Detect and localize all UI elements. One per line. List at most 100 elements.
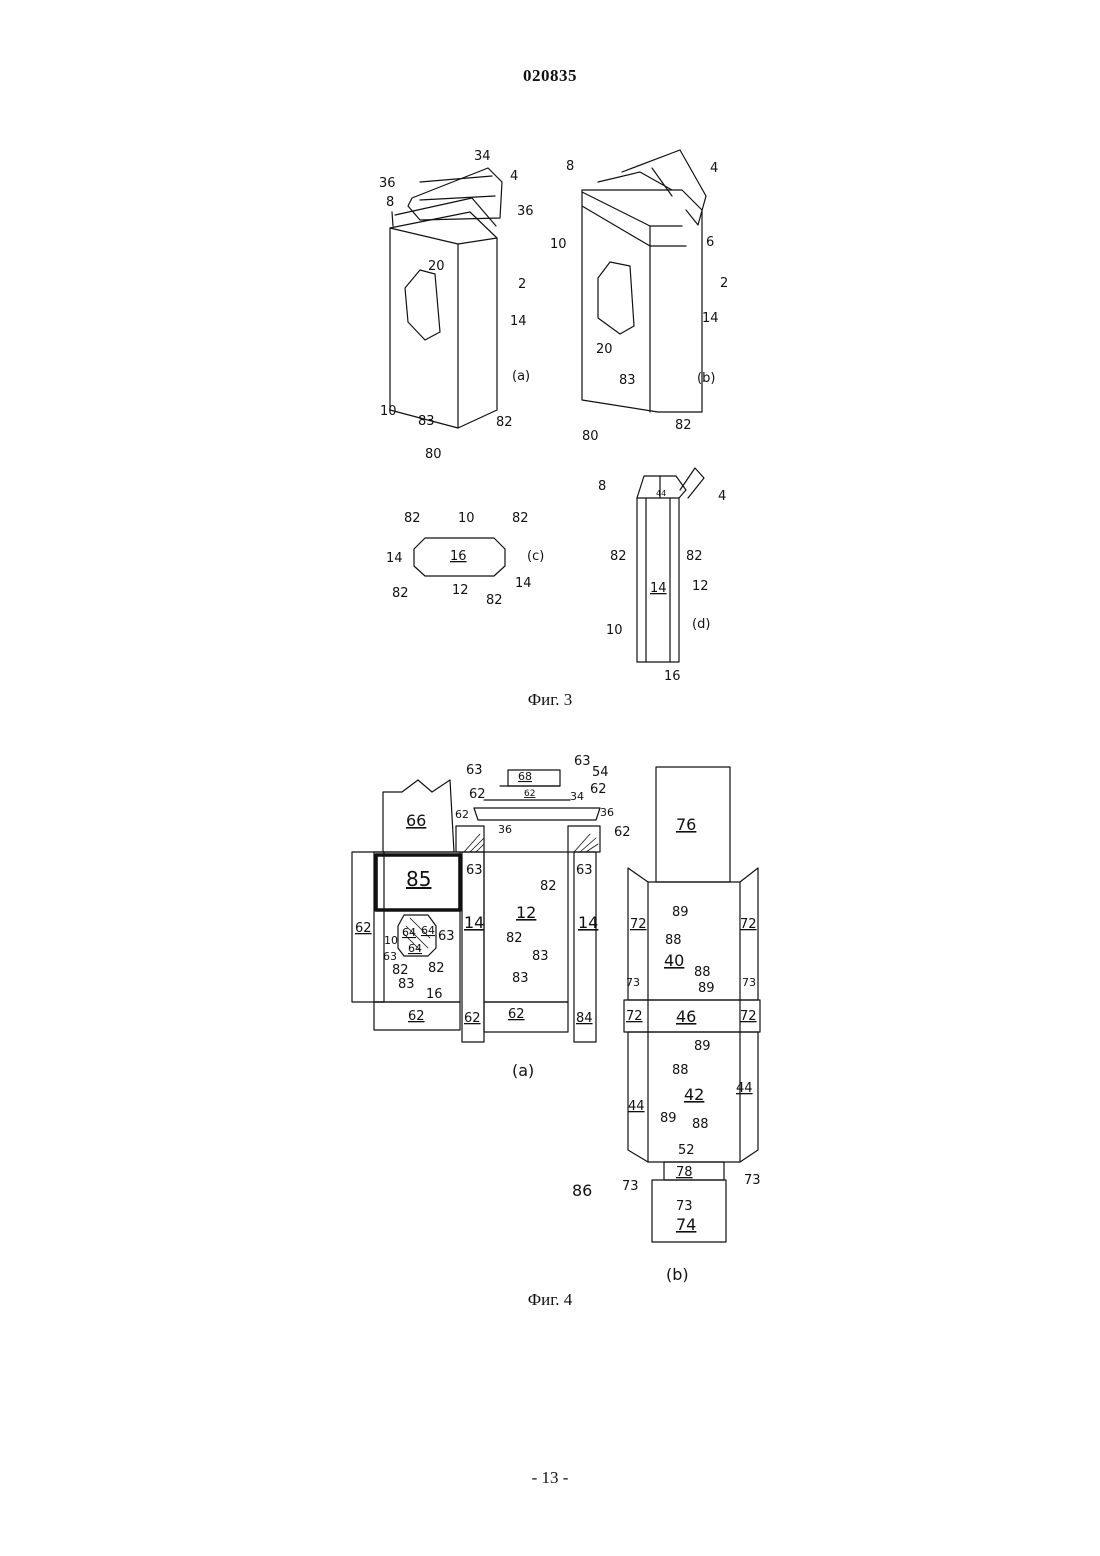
svg-text:14: 14	[464, 913, 484, 932]
svg-text:4: 4	[718, 489, 726, 504]
svg-text:84: 84	[576, 1011, 593, 1026]
svg-text:82: 82	[610, 549, 627, 564]
svg-text:82: 82	[675, 418, 692, 433]
svg-text:36: 36	[379, 176, 396, 191]
svg-text:82: 82	[540, 879, 557, 894]
svg-text:73: 73	[626, 976, 640, 989]
svg-text:40: 40	[664, 951, 684, 970]
svg-text:72: 72	[740, 917, 757, 932]
svg-text:(b): (b)	[697, 371, 715, 386]
svg-text:34: 34	[474, 149, 491, 164]
svg-text:73: 73	[744, 1173, 761, 1188]
svg-text:88: 88	[692, 1117, 709, 1132]
fig3-view-a-pack	[390, 168, 502, 428]
svg-text:16: 16	[426, 987, 443, 1002]
svg-text:89: 89	[672, 905, 689, 920]
svg-text:14: 14	[510, 314, 527, 329]
svg-text:62: 62	[614, 825, 631, 840]
svg-text:62: 62	[524, 789, 535, 799]
svg-text:83: 83	[532, 949, 549, 964]
svg-text:42: 42	[684, 1085, 704, 1104]
svg-text:72: 72	[630, 917, 647, 932]
svg-text:36: 36	[498, 823, 512, 836]
svg-text:89: 89	[698, 981, 715, 996]
svg-text:68: 68	[518, 770, 532, 783]
svg-text:62: 62	[508, 1007, 525, 1022]
svg-text:16: 16	[450, 549, 467, 564]
svg-text:89: 89	[694, 1039, 711, 1054]
svg-text:14: 14	[386, 551, 403, 566]
svg-text:66: 66	[406, 811, 426, 830]
figure-4-caption: Фиг. 4	[0, 1290, 1100, 1310]
svg-text:88: 88	[694, 965, 711, 980]
svg-text:10: 10	[458, 511, 475, 526]
svg-text:52: 52	[678, 1143, 695, 1158]
svg-text:14: 14	[515, 576, 532, 591]
svg-text:63: 63	[576, 863, 593, 878]
figure-3-drawing: 34 36 4 8 36 20 2 14 10 83 82 80 (a) 8 4…	[0, 0, 1100, 720]
svg-text:8: 8	[386, 195, 394, 210]
svg-text:54: 54	[592, 765, 609, 780]
svg-text:(a): (a)	[512, 1061, 534, 1080]
svg-text:80: 80	[425, 447, 442, 462]
svg-text:4: 4	[510, 169, 518, 184]
svg-text:83: 83	[512, 971, 529, 986]
svg-text:8: 8	[566, 159, 574, 174]
fig3-view-c-labels: 82 10 82 14 16 14 82 12 82 (c)	[386, 511, 544, 608]
svg-text:36: 36	[517, 204, 534, 219]
svg-text:10: 10	[384, 934, 398, 947]
svg-text:63: 63	[383, 950, 397, 963]
svg-text:62: 62	[464, 1011, 481, 1026]
svg-text:64: 64	[408, 942, 422, 955]
svg-text:63: 63	[438, 929, 455, 944]
svg-text:62: 62	[408, 1009, 425, 1024]
svg-text:80: 80	[582, 429, 599, 444]
svg-text:34: 34	[570, 790, 584, 803]
svg-text:82: 82	[392, 586, 409, 601]
svg-text:62: 62	[455, 808, 469, 821]
svg-text:63: 63	[466, 863, 483, 878]
svg-text:74: 74	[676, 1215, 696, 1234]
fig4-view-a-labels: 63 68 62 63 54 62 34 62 66 62 36 36 62 8…	[355, 754, 631, 1080]
svg-text:62: 62	[469, 787, 486, 802]
svg-text:20: 20	[428, 259, 445, 274]
svg-text:12: 12	[452, 583, 469, 598]
svg-text:73: 73	[742, 976, 756, 989]
svg-text:44: 44	[628, 1099, 645, 1114]
svg-text:20: 20	[596, 342, 613, 357]
svg-text:12: 12	[692, 579, 709, 594]
svg-text:(b): (b)	[666, 1265, 689, 1284]
svg-text:76: 76	[676, 815, 696, 834]
svg-text:10: 10	[380, 404, 397, 419]
svg-text:44: 44	[656, 489, 666, 498]
svg-text:82: 82	[428, 961, 445, 976]
svg-text:72: 72	[740, 1009, 757, 1024]
svg-text:73: 73	[622, 1179, 639, 1194]
svg-text:(a): (a)	[512, 369, 530, 384]
svg-text:2: 2	[518, 277, 526, 292]
svg-text:82: 82	[512, 511, 529, 526]
svg-text:82: 82	[496, 415, 513, 430]
svg-text:14: 14	[578, 913, 598, 932]
page-number: - 13 -	[0, 1468, 1100, 1488]
svg-text:89: 89	[660, 1111, 677, 1126]
svg-text:82: 82	[686, 549, 703, 564]
svg-text:82: 82	[392, 963, 409, 978]
svg-text:46: 46	[676, 1007, 696, 1026]
svg-text:83: 83	[619, 373, 636, 388]
svg-text:88: 88	[672, 1063, 689, 1078]
svg-text:62: 62	[590, 782, 607, 797]
svg-text:36: 36	[600, 806, 614, 819]
svg-text:82: 82	[506, 931, 523, 946]
svg-text:4: 4	[710, 161, 718, 176]
svg-text:86: 86	[572, 1181, 592, 1200]
svg-text:82: 82	[486, 593, 503, 608]
svg-text:14: 14	[702, 311, 719, 326]
svg-text:83: 83	[398, 977, 415, 992]
svg-text:10: 10	[550, 237, 567, 252]
fig4-view-a-blank	[352, 770, 600, 1042]
fig3-view-d-labels: 8 4 44 82 82 14 12 10 16 (d)	[598, 479, 726, 684]
svg-text:(d): (d)	[692, 617, 710, 632]
svg-text:6: 6	[706, 235, 714, 250]
svg-text:12: 12	[516, 903, 536, 922]
